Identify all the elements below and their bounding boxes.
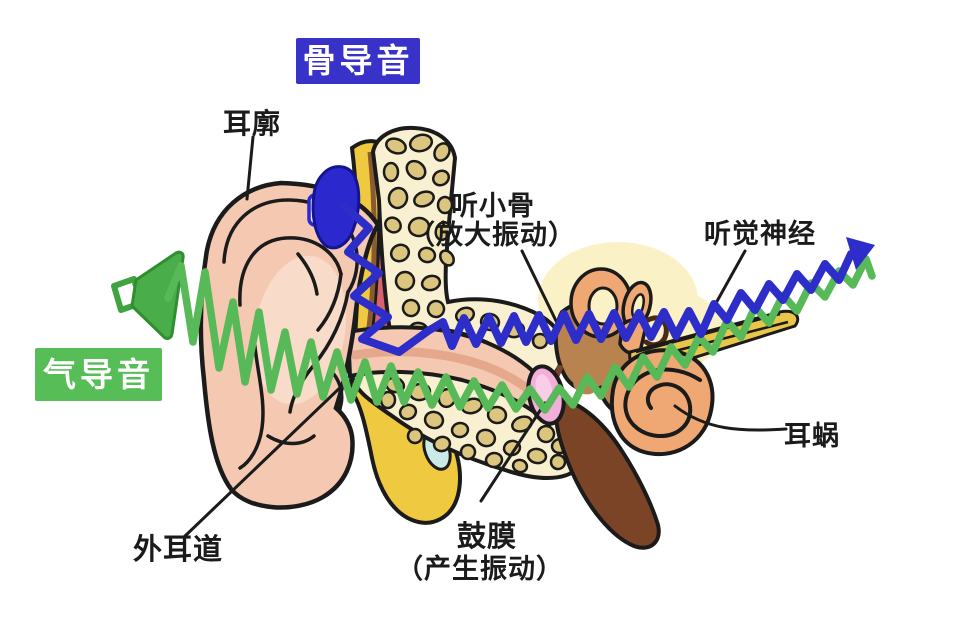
air-conduction-wave — [164, 255, 876, 414]
auricle-pointer — [245, 135, 255, 201]
speaker-icon — [111, 250, 185, 340]
air-conduction-badge: 气导音 — [35, 348, 162, 401]
ossicles-sublabel: （放大振动） — [408, 220, 576, 251]
arrow-up-right-icon — [846, 237, 875, 270]
cochlea-label: 耳蜗 — [784, 421, 840, 452]
bone-texture-spots — [379, 376, 570, 474]
ear-canal-pointer — [182, 379, 349, 539]
eardrum — [526, 364, 566, 426]
ear-canal-label: 外耳道 — [132, 532, 224, 566]
ossicles-pointer — [520, 249, 561, 329]
bone-conduction-device-icon — [307, 165, 361, 250]
eardrum-label: 鼓膜 — [456, 519, 518, 553]
eardrum-pointer — [479, 401, 547, 503]
eardrum-sublabel: （产生振动） — [396, 554, 564, 585]
bone-conduction-wave — [340, 202, 875, 356]
ossicles-label: 听小骨 — [451, 191, 535, 222]
auditory-nerve-label: 听觉神经 — [704, 219, 816, 250]
auricle-label: 耳廓 — [222, 107, 282, 140]
bone-conduction-badge: 骨导音 — [296, 38, 420, 84]
cochlea-pointer — [673, 404, 788, 432]
